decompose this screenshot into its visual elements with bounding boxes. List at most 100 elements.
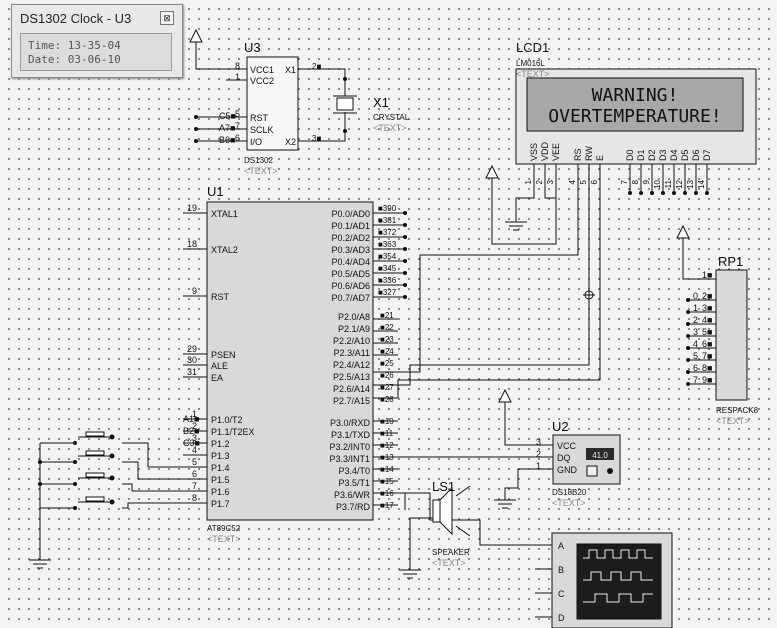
u1-pin-p1-5: P1.5 — [211, 475, 230, 485]
rp1-pin-number: 1■ — [702, 270, 712, 280]
lcd-ref: LCD1 — [516, 40, 549, 55]
u1-pin-xtal2: XTAL2 — [211, 245, 238, 255]
u1-pin-number: 9 — [192, 286, 197, 296]
lcd-line-2: OVERTEMPERATURE! — [548, 106, 721, 127]
u3-pin-sclk: SCLK — [250, 125, 274, 135]
rp1-net-label: 1 — [693, 303, 698, 313]
lcd-pin-stubs — [533, 164, 708, 193]
u2-ref: U2 — [552, 419, 569, 434]
u1-pin-number: 7 — [192, 481, 197, 491]
lcd-pin-vss: VSS — [529, 143, 539, 161]
u3-ref: U3 — [244, 40, 261, 55]
u1-pin-number: ■12 — [380, 441, 394, 450]
u1-pin-p3-0-rxd: P3.0/RXD — [330, 418, 371, 428]
u3-pin-x1: X1 — [285, 65, 296, 75]
lcd-pin-d4: D4 — [669, 149, 679, 161]
lcd-screen — [526, 77, 744, 132]
ls1-ref: LS1 — [432, 479, 455, 494]
u1-pin-labels: XTAL119XTAL218RST9PSEN29ALE30EA31P1.0/T2… — [183, 203, 397, 512]
u1-pin-p2-3-a11: P2.3/A11 — [334, 348, 370, 358]
lcd-pin-number: 6 — [590, 179, 599, 184]
u1-pin-p1-7: P1.7 — [211, 499, 230, 509]
u1-pin-p2-5-a13: P2.5/A13 — [333, 372, 370, 382]
u1-pin-p3-5-t1: P3.5/T1 — [338, 478, 370, 488]
u1-ref: U1 — [207, 184, 224, 199]
u1-pin-p2-0-a8: P2.0/A8 — [338, 312, 370, 322]
rp1-part: RESPACK8 — [716, 406, 759, 415]
window-title: DS1302 Clock - U3 — [20, 11, 132, 26]
u1-pin-p0-7-ad7: P0.7/AD7 — [331, 293, 370, 303]
rp1-pin-number: 7■ — [702, 351, 712, 361]
ds1302-clock-window[interactable]: DS1302 Clock - U3 ⊠ Time: 13-35-04 Date:… — [11, 4, 183, 78]
u2-placeholder: <TEXT> — [552, 498, 586, 508]
rp1-pin-number: 9■ — [702, 375, 712, 385]
u1-pin-number: ■11 — [380, 429, 394, 438]
u1-pin-p3-4-t0: P3.4/T0 — [338, 466, 370, 476]
u1-part: AT89C52 — [207, 524, 241, 533]
u1-placeholder: <TEXT> — [207, 534, 241, 544]
lcd-pin-number: 9 — [642, 179, 651, 184]
scope-channel-a: A — [558, 541, 564, 551]
u2-pin-gnd: GND — [557, 465, 578, 475]
u2-up-button[interactable] — [607, 468, 613, 474]
rp1-pin-number: 5■ — [702, 327, 712, 337]
u1-pin-p1-2: P1.2 — [211, 439, 230, 449]
u2-down-button[interactable] — [586, 465, 598, 477]
u3-pin-number: 2■ — [312, 62, 321, 71]
lcd-pin-d0: D0 — [625, 149, 635, 161]
rp1-net-label: 5 — [693, 351, 698, 361]
rp1-pin-number: 6■ — [702, 339, 712, 349]
u1-pin-p1-6: P1.6 — [211, 487, 230, 497]
u1-pin-number: ■363 — [378, 240, 397, 249]
rp1-pin-number: 3■ — [702, 303, 712, 313]
ls1-body — [432, 499, 441, 523]
u1-pin-number: ■381 — [378, 216, 397, 225]
rp1-net-label: 7 — [693, 375, 698, 385]
scope-channel-b: B — [558, 565, 564, 575]
u3-pin-x2: X2 — [285, 137, 296, 147]
time-line: Time: 13-35-04 — [28, 39, 121, 52]
u2-part: DS18B20 — [552, 488, 587, 497]
scope-channel-d: D — [558, 613, 565, 623]
rp1-net-label: 4 — [693, 339, 698, 349]
u2-temp-readout: 41.0 — [592, 451, 608, 460]
u1-pin-number: 3 — [192, 433, 197, 443]
u1-net-label: C3■ — [183, 438, 200, 448]
u3-placeholder: <TEXT> — [244, 166, 278, 176]
u2-pin-number: 3 — [536, 437, 541, 447]
u1-pin-number: ■23 — [380, 335, 394, 344]
ls1-placeholder: <TEXT> — [432, 558, 466, 568]
scope-channel-c: C — [558, 589, 565, 599]
u1-pin-p2-2-a10: P2.2/A10 — [333, 336, 370, 346]
lcd-pin-number: 12 — [675, 179, 684, 188]
u1-pin-ea: EA — [211, 373, 223, 383]
lcd-pin-number: 14 — [697, 179, 706, 188]
u1-pin-number: ■16 — [380, 489, 394, 498]
u1-pin-number: ■336 — [378, 276, 397, 285]
u2-pin-number: 2 — [536, 449, 541, 459]
lcd-pin-number: 3 — [546, 179, 555, 184]
u1-pin-number: ■17 — [380, 501, 394, 510]
u3-body — [246, 56, 299, 151]
u1-pin-number: ■28 — [380, 395, 394, 404]
u1-pin-number: ■13 — [380, 453, 394, 462]
u1-net-label: B2■ — [183, 426, 199, 436]
u1-pin-psen: PSEN — [211, 350, 236, 360]
u1-pin-p0-4-ad4: P0.4/AD4 — [331, 257, 370, 267]
u1-pin-p1-0-t2: P1.0/T2 — [211, 415, 243, 425]
lcd-pin-number: 10 — [653, 179, 662, 188]
u1-body — [206, 201, 374, 521]
u3-pin-rst: RST — [250, 113, 269, 123]
rp1-net-label: 2 — [693, 315, 698, 325]
close-icon[interactable]: ⊠ — [160, 11, 174, 25]
scope-screen — [576, 543, 662, 620]
u1-pin-xtal1: XTAL1 — [211, 209, 238, 219]
u1-pin-number: ■26 — [380, 371, 394, 380]
x1-ref: X1 — [373, 95, 389, 110]
u1-pin-number: ■27 — [380, 383, 394, 392]
lcd-line-1: WARNING! — [592, 85, 679, 106]
